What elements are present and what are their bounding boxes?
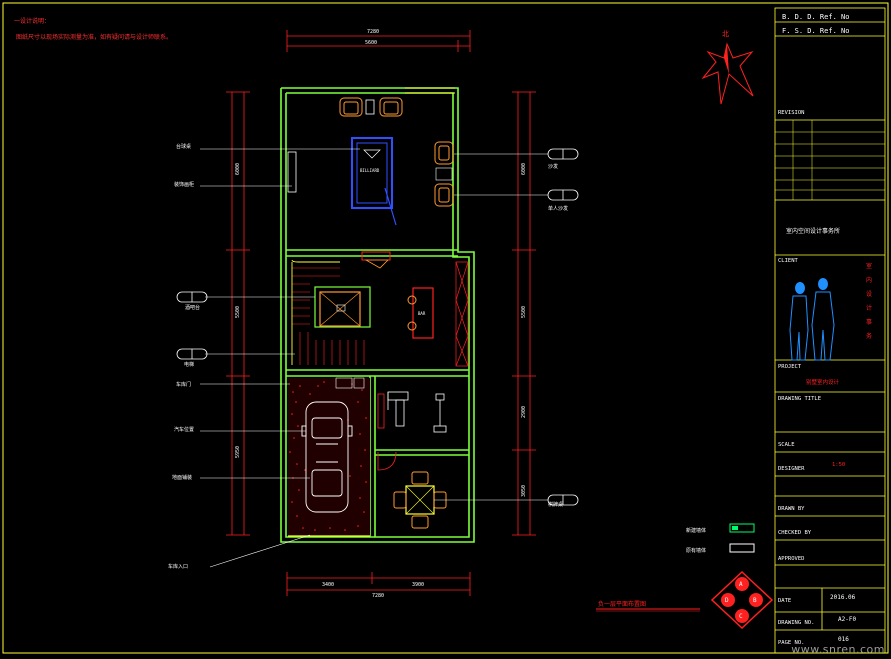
dim-left-1: 5500 <box>235 306 241 318</box>
ref-no-1: B. D. D. Ref. No <box>782 13 850 21</box>
callout-right-2: 棋牌桌 <box>548 501 563 508</box>
watermark: www.snren.com <box>791 643 885 656</box>
dim-right-1: 5500 <box>521 306 527 318</box>
svg-text:B: B <box>753 597 757 604</box>
title-block-frame <box>774 7 886 654</box>
callout-left-2: 酒吧台 <box>185 304 200 311</box>
chair-top-right <box>379 97 403 117</box>
window-top <box>405 87 455 94</box>
compass-label: 北 <box>722 30 729 38</box>
bar-counter: BAR <box>407 287 434 339</box>
drawing-no-value: A2-F0 <box>838 616 857 623</box>
dimension-texts: 7280 5600 3400 3900 7280 6000 5500 5950 … <box>235 29 527 599</box>
dim-bottom-2: 7280 <box>372 593 384 599</box>
callout-left-5: 汽车位置 <box>174 426 194 433</box>
client-label: CLIENT <box>778 258 798 264</box>
date-value: 2016.06 <box>830 594 856 601</box>
dim-right-2: 2900 <box>521 406 527 418</box>
legend-swatch-new <box>729 523 755 533</box>
callout-left-4: 车库门 <box>176 381 191 388</box>
dim-top-1: 5600 <box>365 40 377 46</box>
legend-label-0: 新建墙体 <box>686 527 706 534</box>
callout-left-0: 台球桌 <box>176 143 191 150</box>
stairs <box>292 267 365 365</box>
dim-bottom-1: 3900 <box>412 582 424 588</box>
drawing-title-label: DRAWING TITLE <box>778 396 822 402</box>
plan-title: 负一层平面布置图 <box>596 600 700 612</box>
chair-top-left <box>339 97 363 117</box>
notes-title: 一设计说明： <box>14 18 51 25</box>
callout-right-0: 沙发 <box>548 163 558 170</box>
elevator <box>314 286 371 328</box>
callout-left-3: 电梯 <box>184 361 194 368</box>
utility-box <box>335 377 353 389</box>
checked-by-label: CHECKED BY <box>778 530 812 536</box>
svg-text:C: C <box>739 613 743 620</box>
wine-shelf <box>455 261 469 367</box>
dim-top-0: 7280 <box>367 29 379 35</box>
svg-text:BILLIARD: BILLIARD <box>360 168 380 173</box>
legend: 新建墙体 原有墙体 <box>686 523 755 554</box>
billiard-room: BILLIARD <box>287 97 454 226</box>
card-room <box>377 451 447 529</box>
project-label: PROJECT <box>778 364 802 370</box>
callout-left-6: 地面铺装 <box>172 474 192 481</box>
stair-rail <box>291 259 340 263</box>
garage <box>288 377 370 537</box>
designer-label: DESIGNER <box>778 466 805 472</box>
elevation-tags <box>176 148 579 506</box>
svg-text:D: D <box>725 597 729 604</box>
stair-hall: BAR <box>291 251 469 367</box>
svg-text:计: 计 <box>866 304 872 312</box>
revision-grid <box>775 120 885 200</box>
gym <box>377 391 447 433</box>
callout-labels: 台球桌 装饰画柜 酒吧台 电梯 车库门 汽车位置 地面铺装 车库入口 沙发 单人… <box>168 143 568 570</box>
legend-swatch-old <box>729 543 755 553</box>
leader-lines <box>200 148 548 568</box>
callout-right-1: 单人沙发 <box>548 205 568 212</box>
svg-text:务: 务 <box>866 332 872 340</box>
company-logo-icon: A D B C <box>710 570 774 630</box>
approved-label: APPROVED <box>778 556 805 562</box>
title-block-vertical-text: 室内设 计事务 <box>866 262 872 340</box>
display-cabinet <box>287 151 297 193</box>
scale-value: 1:50 <box>832 462 846 468</box>
design-firm-text: 室内空间设计事务所 <box>786 228 841 235</box>
north-arrow-icon: 北 <box>701 30 754 105</box>
page-no-label: PAGE NO. <box>778 640 805 646</box>
dim-bottom-0: 3400 <box>322 582 334 588</box>
callout-left-7: 车库入口 <box>168 563 188 570</box>
page-no-value: 016 <box>838 636 849 643</box>
svg-text:室: 室 <box>866 262 872 270</box>
legend-label-1: 原有墙体 <box>686 547 706 554</box>
svg-text:内: 内 <box>866 276 872 284</box>
dim-left-2: 5950 <box>235 446 241 458</box>
armchairs-right <box>434 141 454 207</box>
dim-right-0: 6000 <box>521 163 527 175</box>
project-name: 别墅室内设计 <box>806 380 840 386</box>
svg-text:A: A <box>739 581 743 588</box>
dim-left-0: 6000 <box>235 163 241 175</box>
drawing-no-label: DRAWING NO. <box>778 620 815 626</box>
svg-text:BAR: BAR <box>418 311 426 316</box>
revision-label: REVISION <box>778 110 805 116</box>
svg-text:设: 设 <box>866 290 872 298</box>
notes-text: 图纸尺寸以现场实际测量为准，如有疑问请与设计师联系。 <box>16 34 173 41</box>
callout-left-1: 装饰画柜 <box>174 181 194 188</box>
ref-no-2: F. S. D. Ref. No <box>782 27 850 35</box>
tea-table <box>435 167 453 181</box>
svg-text:事: 事 <box>866 318 872 326</box>
dim-right-3: 3050 <box>521 485 527 497</box>
scale-label: SCALE <box>778 442 795 448</box>
people-silhouette-icon <box>789 278 835 361</box>
drawn-by-label: DRAWN BY <box>778 506 805 512</box>
dimension-lines <box>226 30 536 596</box>
plan-title-text: 负一层平面布置图 <box>598 600 646 608</box>
billiard-table: BILLIARD <box>351 137 397 226</box>
date-label: DATE <box>778 598 792 604</box>
side-table <box>365 99 375 115</box>
